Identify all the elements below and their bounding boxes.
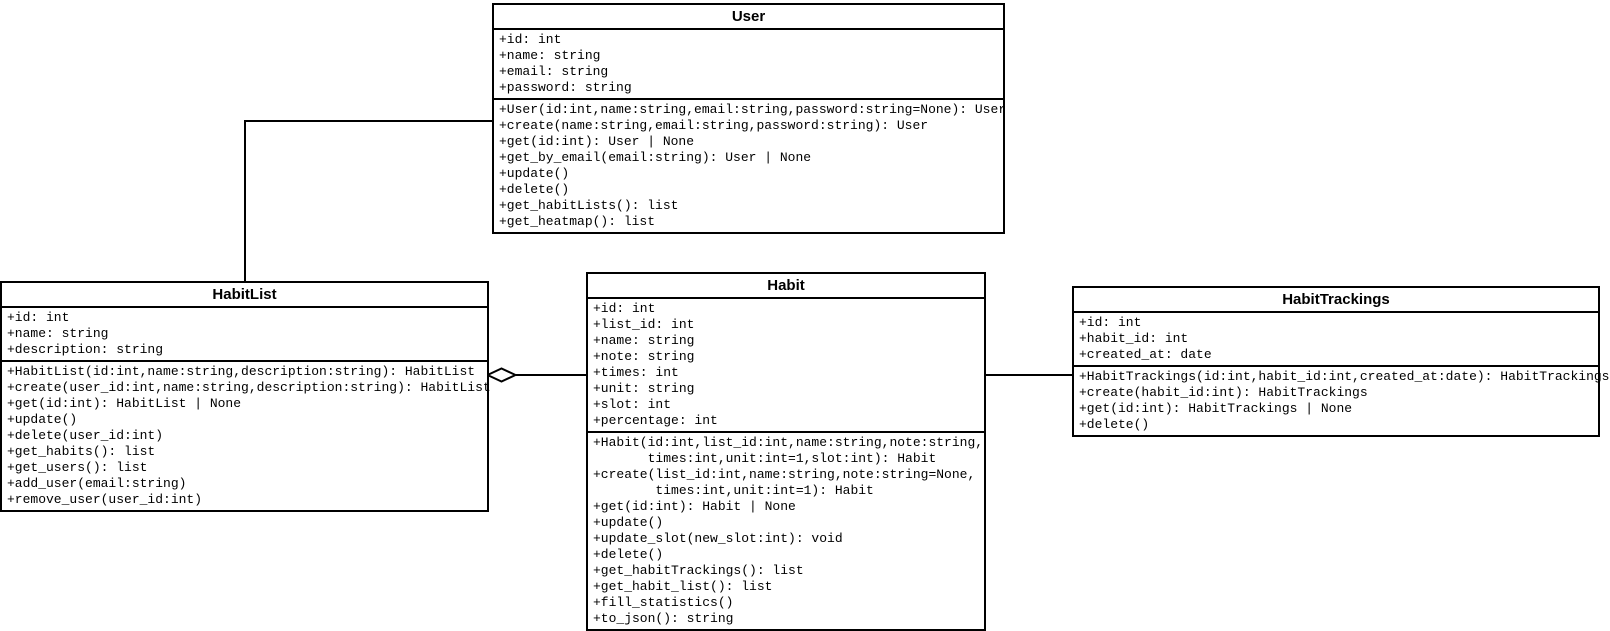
class-title-habit: Habit xyxy=(588,274,984,299)
method-line: +get(id:int): Habit | None xyxy=(593,499,796,514)
association-line-habit-habittrackings xyxy=(984,374,1072,376)
method-line: +add_user(email:string) xyxy=(7,476,187,491)
method-line: times:int,unit:int=1): Habit xyxy=(593,483,874,498)
method-line: +get_users(): list xyxy=(7,460,148,475)
method-line: +Habit(id:int,list_id:int,name:string,no… xyxy=(593,435,984,450)
method-line: +update() xyxy=(593,515,664,530)
attribute-line: +note: string xyxy=(593,349,695,364)
method-line: +update() xyxy=(499,166,570,181)
method-line: +get_by_email(email:string): User | None xyxy=(499,150,812,165)
method-line: +update() xyxy=(7,412,78,427)
class-attributes-habitlist: +id: int+name: string+description: strin… xyxy=(2,308,487,362)
method-line: +update_slot(new_slot:int): void xyxy=(593,531,843,546)
attribute-line: +name: string xyxy=(499,48,601,63)
method-line: +remove_user(user_id:int) xyxy=(7,492,203,507)
method-line: +get(id:int): HabitTrackings | None xyxy=(1079,401,1353,416)
class-methods-habitlist: +HabitList(id:int,name:string,descriptio… xyxy=(2,362,491,510)
method-line: +create(name:string,email:string,passwor… xyxy=(499,118,929,133)
class-box-user: User +id: int+name: string+email: string… xyxy=(492,3,1007,234)
method-line: +get_habits(): list xyxy=(7,444,156,459)
aggregation-diamond-icon xyxy=(486,367,517,383)
method-line: +get_habitTrackings(): list xyxy=(593,563,804,578)
method-line: +create(user_id:int,name:string,descript… xyxy=(7,380,491,395)
class-attributes-habittrackings: +id: int+habit_id: int+created_at: date xyxy=(1074,313,1598,367)
method-line: +create(habit_id:int): HabitTrackings xyxy=(1079,385,1368,400)
class-attributes-habit: +id: int+list_id: int+name: string+note:… xyxy=(588,299,984,433)
attribute-line: +name: string xyxy=(593,333,695,348)
class-methods-habit: +Habit(id:int,list_id:int,name:string,no… xyxy=(588,433,984,629)
attribute-line: +list_id: int xyxy=(593,317,695,332)
method-line: +get(id:int): HabitList | None xyxy=(7,396,242,411)
association-line-user-habitlist-vertical xyxy=(244,120,246,283)
attribute-line: +percentage: int xyxy=(593,413,718,428)
method-line: +get_heatmap(): list xyxy=(499,214,656,229)
attribute-line: +email: string xyxy=(499,64,609,79)
method-line: +HabitTrackings(id:int,habit_id:int,crea… xyxy=(1079,369,1610,384)
class-methods-user: +User(id:int,name:string,email:string,pa… xyxy=(494,100,1007,232)
method-line: +get_habitLists(): list xyxy=(499,198,679,213)
method-line: +delete() xyxy=(499,182,570,197)
class-title-habittrackings: HabitTrackings xyxy=(1074,288,1598,313)
method-line: +delete() xyxy=(1079,417,1150,432)
attribute-line: +id: int xyxy=(1079,315,1142,330)
method-line: times:int,unit:int=1,slot:int): Habit xyxy=(593,451,937,466)
method-line: +fill_statistics() xyxy=(593,595,734,610)
attribute-line: +description: string xyxy=(7,342,164,357)
attribute-line: +name: string xyxy=(7,326,109,341)
association-line-user-habitlist-horizontal xyxy=(244,120,494,122)
class-attributes-user: +id: int+name: string+email: string+pass… xyxy=(494,30,1003,100)
method-line: +to_json(): string xyxy=(593,611,734,626)
method-line: +delete() xyxy=(593,547,664,562)
method-line: +get_habit_list(): list xyxy=(593,579,773,594)
class-box-habitlist: HabitList +id: int+name: string+descript… xyxy=(0,281,491,512)
method-line: +HabitList(id:int,name:string,descriptio… xyxy=(7,364,476,379)
aggregation-line-habitlist-habit xyxy=(516,374,586,376)
attribute-line: +id: int xyxy=(499,32,562,47)
method-line: +get(id:int): User | None xyxy=(499,134,695,149)
attribute-line: +times: int xyxy=(593,365,679,380)
attribute-line: +unit: string xyxy=(593,381,695,396)
attribute-line: +habit_id: int xyxy=(1079,331,1189,346)
class-box-habit: Habit +id: int+list_id: int+name: string… xyxy=(586,272,986,631)
method-line: +delete(user_id:int) xyxy=(7,428,164,443)
class-box-habittrackings: HabitTrackings +id: int+habit_id: int+cr… xyxy=(1072,286,1610,437)
class-title-habitlist: HabitList xyxy=(2,283,487,308)
method-line: +create(list_id:int,name:string,note:str… xyxy=(593,467,976,482)
attribute-line: +id: int xyxy=(7,310,70,325)
class-title-user: User xyxy=(494,5,1003,30)
attribute-line: +id: int xyxy=(593,301,656,316)
method-line: +User(id:int,name:string,email:string,pa… xyxy=(499,102,1007,117)
class-methods-habittrackings: +HabitTrackings(id:int,habit_id:int,crea… xyxy=(1074,367,1610,435)
attribute-line: +slot: int xyxy=(593,397,672,412)
attribute-line: +password: string xyxy=(499,80,632,95)
attribute-line: +created_at: date xyxy=(1079,347,1212,362)
